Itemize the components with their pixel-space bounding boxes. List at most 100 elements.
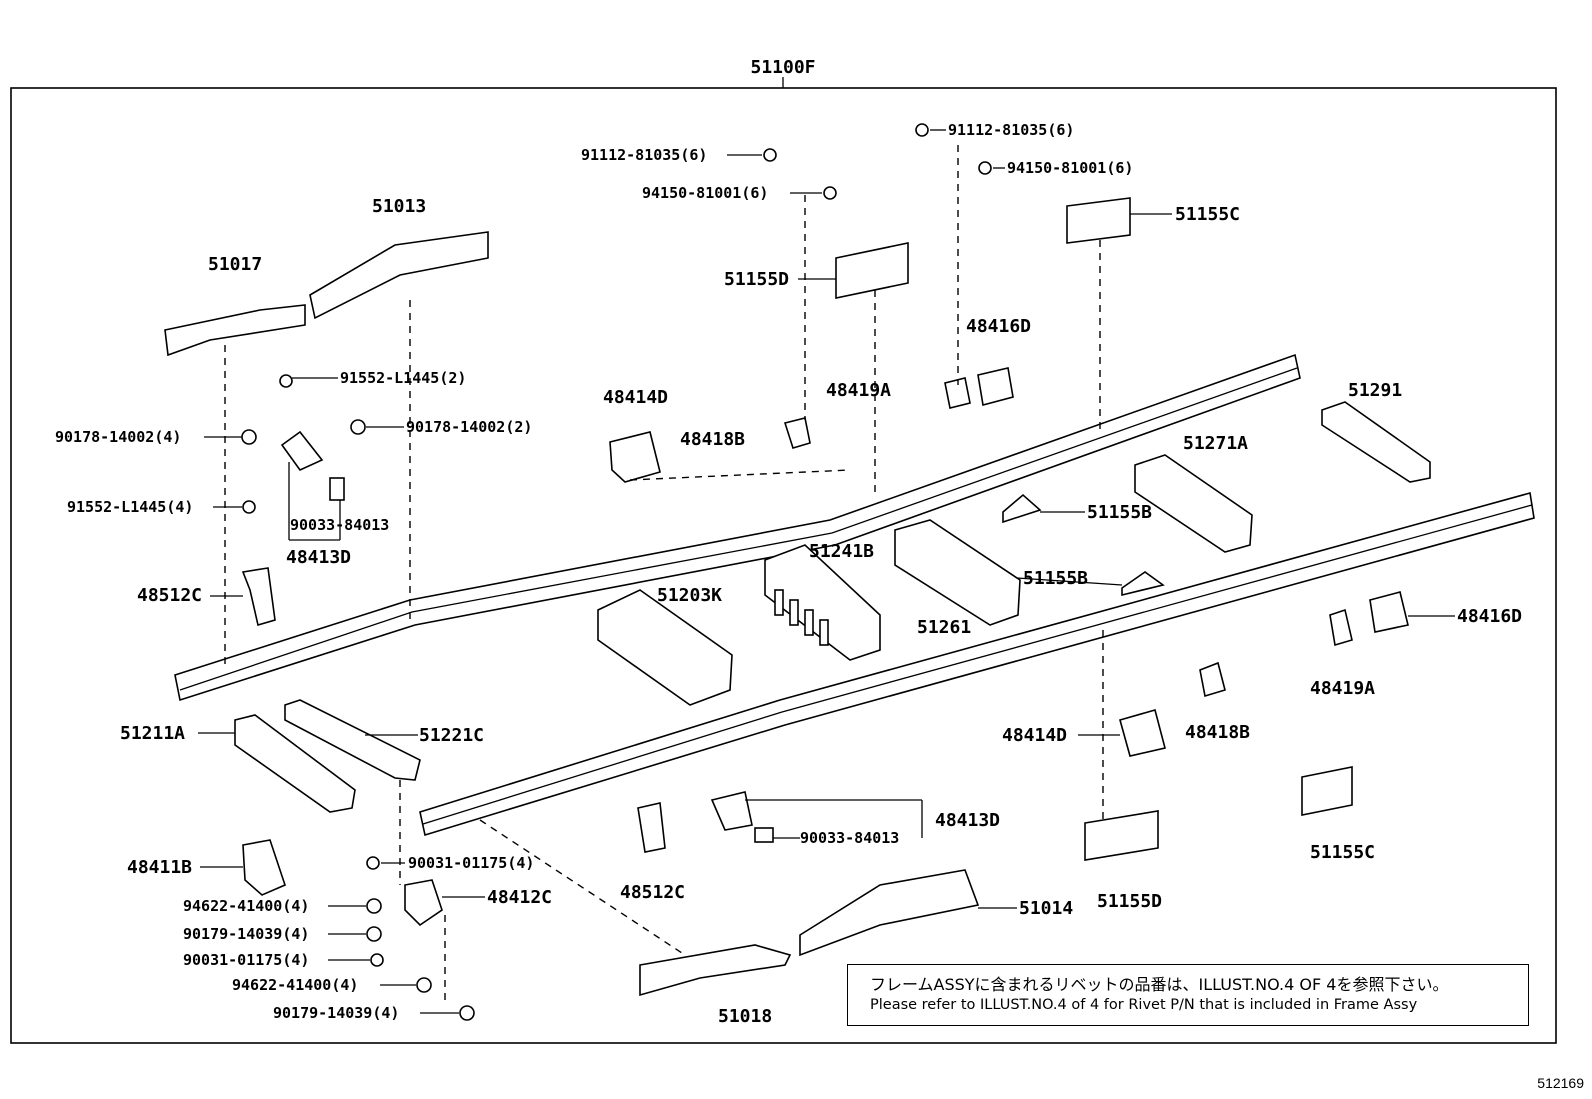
washer-icon [416,977,432,993]
label-51155B-2: 51155B [1023,568,1088,589]
label-48413D-right: 48413D [935,810,1000,831]
nut-icon [823,186,837,200]
crossmember-51017 [164,304,306,357]
nut-icon [459,1005,475,1021]
bracket-48416D-right [1369,591,1409,633]
crossmember-51261 [894,519,1021,626]
bracket-48512C-right [637,802,666,853]
label-94622-41400-b: 94622-41400(4) [232,976,358,994]
label-48419A-right: 48419A [1310,678,1375,699]
label-48418B-right: 48418B [1185,722,1250,743]
plate-51155C-top [1066,197,1131,244]
label-48416D-top: 48416D [966,316,1031,337]
label-90031-01175-a: 90031-01175(4) [408,854,534,872]
label-51155C-bottom: 51155C [1310,842,1375,863]
label-90179-14039-b: 90179-14039(4) [273,1004,399,1022]
crossmember-51271A [1134,454,1253,553]
bracket-48413D-left [280,430,324,471]
label-51155C-top: 51155C [1175,204,1240,225]
label-51014: 51014 [1019,898,1073,919]
label-94150-81001-b: 94150-81001(6) [1007,159,1133,177]
label-48414D-right: 48414D [1002,725,1067,746]
label-91552-L1445-2: 91552-L1445(2) [340,369,466,387]
bracket-51155B-2 [1121,571,1165,597]
crossmember-51291 [1321,401,1431,483]
bracket-48414D-top [609,431,661,483]
bolt-icon [763,148,777,162]
crossmember-51203K [597,589,733,706]
crossmember-51221C [284,699,421,781]
crossmember-51018 [639,944,792,997]
label-51271A: 51271A [1183,433,1248,454]
rivet-note-box: フレームASSYに含まれるリベットの品番は、ILLUST.NO.4 OF 4を参… [847,964,1529,1026]
illustration-id: 512169 [1537,1075,1584,1091]
label-51155D-bottom: 51155D [1097,891,1162,912]
bushing-icon [329,477,345,501]
plate-51155D-top [835,242,909,299]
bracket-48419A-right [1329,608,1353,647]
note-english: Please refer to ILLUST.NO.4 of 4 for Riv… [870,997,1418,1013]
bolt-icon [242,500,256,514]
label-48411B: 48411B [127,857,192,878]
label-51211A: 51211A [120,723,185,744]
crossmember-51211A [234,714,356,813]
label-90031-01175-b: 90031-01175(4) [183,951,309,969]
label-48419A-top: 48419A [826,380,891,401]
crossmember-51013 [309,231,489,320]
frame-rail-left [174,353,1301,702]
nut-icon [241,429,257,445]
crossmember-51014 [799,869,980,957]
label-48416D-right: 48416D [1457,606,1522,627]
label-51155B-1: 51155B [1087,502,1152,523]
label-51241B: 51241B [809,541,874,562]
nut-icon [366,926,382,942]
bracket-48413D-right [710,791,753,831]
bolt-icon [370,953,384,967]
label-94622-41400-a: 94622-41400(4) [183,897,309,915]
assembly-title: 51100F [750,57,815,78]
bolt-icon [366,856,380,870]
label-90178-14002-4: 90178-14002(4) [55,428,181,446]
nut-icon [978,161,992,175]
label-48512C-left: 48512C [137,585,202,606]
bolt-icon [915,123,929,137]
washer-icon [366,898,382,914]
label-51261: 51261 [917,617,971,638]
frame-rail-right [419,491,1535,837]
label-91552-L1445-4: 91552-L1445(4) [67,498,193,516]
label-48412C: 48412C [487,887,552,908]
label-90178-14002-2: 90178-14002(2) [406,418,532,436]
label-51221C: 51221C [419,725,484,746]
bracket-48418B-top [783,417,811,449]
label-94150-81001-a: 94150-81001(6) [642,184,768,202]
bracket-48411B [242,839,286,896]
label-51017: 51017 [208,254,262,275]
label-91112-81035-b: 91112-81035(6) [948,121,1074,139]
label-48414D-top: 48414D [603,387,668,408]
bracket-48416D-top [977,367,1014,406]
label-48413D-left: 48413D [286,547,351,568]
plate-51155C-bottom [1301,766,1353,816]
label-90033-84013-right: 90033-84013 [800,829,899,847]
label-51203K: 51203K [657,585,722,606]
label-90179-14039-a: 90179-14039(4) [183,925,309,943]
label-90033-84013-left: 90033-84013 [290,516,389,534]
bracket-48414D-right [1119,709,1166,757]
label-51155D-top: 51155D [724,269,789,290]
label-51291: 51291 [1348,380,1402,401]
note-japanese: フレームASSYに含まれるリベットの品番は、ILLUST.NO.4 OF 4を参… [870,975,1449,994]
label-91112-81035-a: 91112-81035(6) [581,146,707,164]
crossmember-51241B [764,544,881,661]
nut-icon [350,419,366,435]
label-51018: 51018 [718,1006,772,1027]
bushing-icon [754,827,774,843]
label-48512C-right: 48512C [620,882,685,903]
bolt-icon [279,374,293,388]
bracket-48412C [404,879,443,927]
label-51013: 51013 [372,196,426,217]
bracket-51155B-1 [1002,493,1042,524]
bracket-48512C-left [241,567,276,627]
bracket-48418B-right [1199,661,1226,698]
label-48418B-top: 48418B [680,429,745,450]
